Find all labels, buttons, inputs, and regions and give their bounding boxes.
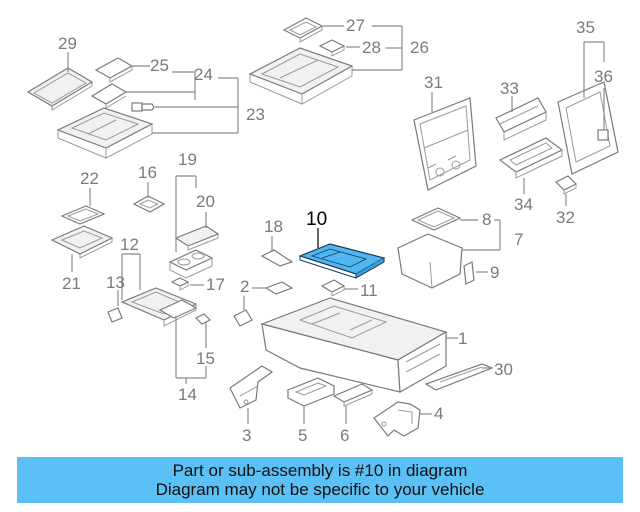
part-35-trim-panel-drawing [557, 81, 619, 175]
part-17-drawing [170, 277, 190, 291]
callout-20: 20 [196, 192, 215, 211]
part-11-drawing [320, 279, 346, 297]
part-34-drawing [498, 137, 564, 179]
part-29-drawing [26, 67, 94, 111]
callout-8: 8 [482, 210, 491, 229]
info-banner: Part or sub-assembly is #10 in diagram D… [17, 457, 623, 503]
callout-24: 24 [194, 65, 213, 84]
part-23-tray-drawing [56, 107, 154, 159]
callout-7: 7 [514, 230, 523, 249]
part-25-drawing [90, 57, 134, 109]
callout-14: 14 [178, 385, 197, 404]
part-5-drawing [286, 377, 336, 407]
part-3-bracket-drawing [229, 365, 274, 409]
part-18-drawing [260, 249, 294, 267]
callout-32: 32 [556, 208, 575, 227]
callout-10: 10 [306, 209, 327, 230]
part-13-clip-drawing [107, 307, 123, 323]
part-6-drawing [332, 383, 374, 407]
callout-26: 26 [410, 38, 429, 57]
part-23-bolt-drawing [131, 102, 155, 112]
callout-18: 18 [264, 217, 283, 236]
callout-21: 21 [62, 274, 81, 293]
part-1-console-drawing [260, 297, 448, 393]
callout-6: 6 [340, 426, 349, 445]
callout-9: 9 [490, 263, 499, 282]
callout-16: 16 [138, 163, 157, 182]
callout-2: 2 [240, 277, 249, 296]
part-8-drawing [410, 207, 462, 231]
part-9-drawing [463, 261, 475, 285]
banner-line-1: Part or sub-assembly is #10 in diagram [172, 461, 468, 480]
callout-17: 17 [206, 275, 225, 294]
part-21-drawing [50, 225, 114, 259]
part-15-drawing [158, 299, 212, 325]
parts-diagram: 29 25 24 23 27 28 26 35 36 31 33 34 32 2… [26, 16, 619, 445]
part-20-drawing [174, 225, 220, 251]
callout-15: 15 [196, 349, 215, 368]
part-28-drawing [318, 39, 346, 57]
callout-19: 19 [178, 150, 197, 169]
callout-36: 36 [594, 67, 613, 86]
callout-12: 12 [120, 235, 139, 254]
part-10-highlighted-drawing [298, 243, 386, 279]
callout-28: 28 [362, 38, 381, 57]
callout-11: 11 [360, 281, 378, 300]
callout-13: 13 [106, 273, 125, 292]
part-16-drawing [132, 195, 166, 213]
part-31-bezel-drawing [413, 97, 477, 191]
part-4-bracket-drawing [373, 401, 421, 437]
callout-25: 25 [150, 56, 169, 75]
part-27-drawing [282, 17, 324, 43]
callout-22: 22 [80, 169, 99, 188]
callout-23: 23 [246, 105, 265, 124]
callout-3: 3 [242, 426, 251, 445]
callout-31: 31 [424, 73, 443, 92]
callout-33: 33 [500, 79, 519, 98]
callout-1: 1 [458, 329, 467, 348]
callout-numbers: 29 25 24 23 27 28 26 35 36 31 33 34 32 2… [58, 16, 613, 445]
part-32-drawing [554, 175, 578, 195]
callout-34: 34 [514, 195, 533, 214]
callout-30: 30 [494, 360, 513, 379]
part-33-drawing [495, 97, 547, 141]
part-26-console-lid-drawing [248, 47, 354, 105]
callout-4: 4 [434, 404, 443, 423]
callout-29: 29 [58, 34, 77, 53]
callout-27: 27 [346, 16, 365, 35]
callout-5: 5 [298, 426, 307, 445]
part-2-drawing [233, 281, 294, 327]
part-7-bin-drawing [396, 233, 464, 289]
callout-35: 35 [576, 18, 595, 37]
part-22-drawing [60, 205, 106, 225]
banner-line-2: Diagram may not be specific to your vehi… [155, 480, 485, 499]
part-19-cupholder-drawing [168, 249, 214, 279]
